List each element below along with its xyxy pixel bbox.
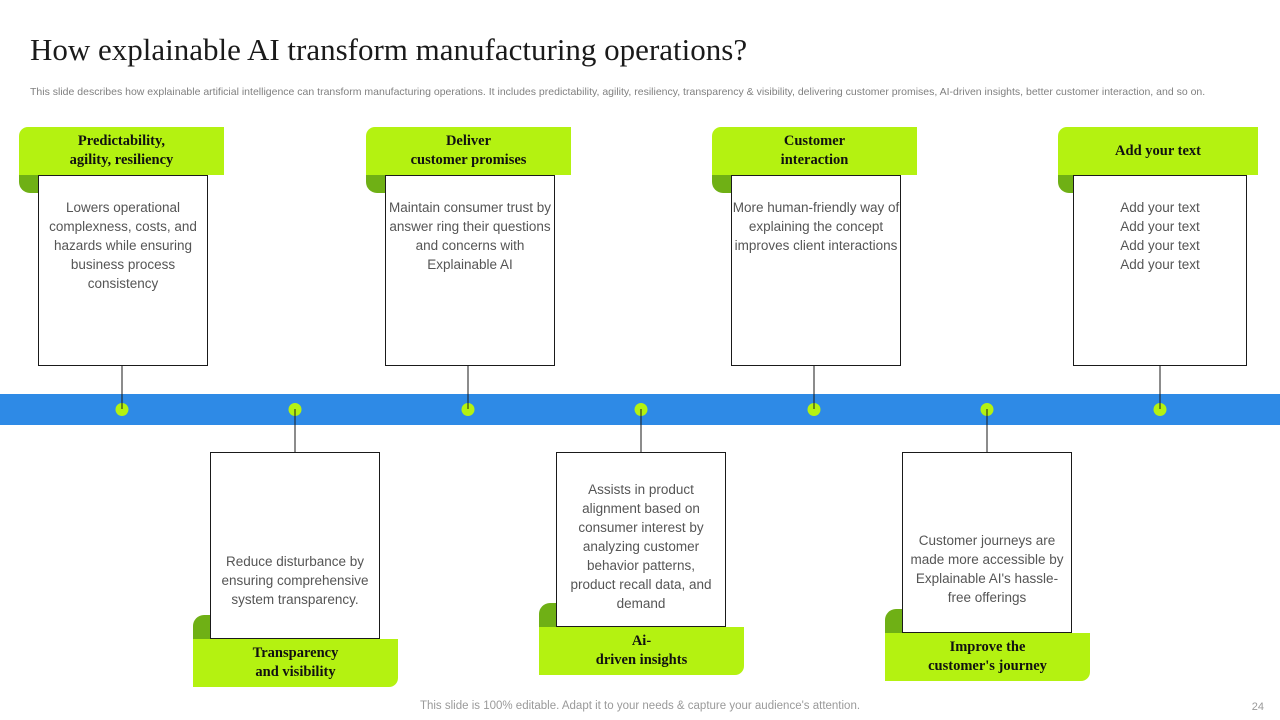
bottom-card-1-body-text: Reduce disturbance by ensuring comprehen… <box>221 554 369 607</box>
corner-shadow-tab <box>19 171 41 193</box>
page-number: 24 <box>1251 701 1264 713</box>
bottom-card-3[interactable]: Customer journeys are made more accessib… <box>885 452 1107 687</box>
connector-bottom-3 <box>986 409 988 452</box>
top-card-3-body-text: More human-friendly way of explaining th… <box>732 200 900 253</box>
timeline-dot-3 <box>461 403 475 416</box>
bottom-card-1-body-box: Reduce disturbance by ensuring comprehen… <box>210 452 380 639</box>
top-card-4-body-text: Add your text Add your text Add your tex… <box>1120 200 1200 272</box>
bottom-card-2-label: Ai-driven insights <box>539 627 744 675</box>
top-card-3-label-line1: Customer <box>783 133 846 149</box>
top-card-1-label-line2: agility, resiliency <box>69 152 174 168</box>
page-title: How explainable AI transform manufacturi… <box>30 32 748 67</box>
top-card-2-body-box: Maintain consumer trust by answer ring t… <box>385 175 555 366</box>
connector-top-1 <box>121 366 123 409</box>
timeline-dot-7 <box>1153 403 1167 416</box>
top-card-3-body-box: More human-friendly way of explaining th… <box>731 175 901 366</box>
top-card-3-label-line2: interaction <box>780 152 849 168</box>
timeline-dot-5 <box>807 403 821 416</box>
top-card-2-body-text: Maintain consumer trust by answer ring t… <box>388 200 552 272</box>
slide-footer-note: This slide is 100% editable. Adapt it to… <box>419 700 861 712</box>
top-card-3-label: Customer interaction <box>712 127 917 175</box>
bottom-card-2-label-line2: driven insights <box>595 652 688 668</box>
corner-shadow-tab <box>539 603 561 627</box>
bottom-card-1-label-line1: Transparency <box>252 645 339 661</box>
bottom-card-3-label: Improve the customer's journey <box>885 633 1090 681</box>
top-card-4-body-box: Add your text Add your text Add your tex… <box>1073 175 1247 366</box>
bottom-card-2-label-line1: Ai- <box>631 633 652 649</box>
top-card-2-label: Deliver customer promises <box>366 127 571 175</box>
bottom-card-2-body-text: Assists in product alignment based on co… <box>570 482 712 611</box>
bottom-card-3-label-line2: customer's journey <box>928 658 1047 674</box>
bottom-card-2[interactable]: Assists in product alignment based on co… <box>539 452 761 687</box>
connector-bottom-2 <box>640 409 642 452</box>
top-card-4-label: Add your text <box>1058 127 1258 175</box>
corner-shadow-tab <box>366 171 388 193</box>
connector-top-3 <box>813 366 815 409</box>
top-card-2-label-line1: Deliver <box>445 133 492 149</box>
bottom-card-3-label-line1: Improve the <box>949 639 1026 655</box>
corner-shadow-tab <box>885 609 907 633</box>
top-card-1-label: Predictability, agility, resiliency <box>19 127 224 175</box>
timeline-dot-1 <box>115 403 129 416</box>
bottom-card-2-body-box: Assists in product alignment based on co… <box>556 452 726 627</box>
bottom-card-3-body-text: Customer journeys are made more accessib… <box>910 532 1064 605</box>
top-card-1-label-line1: Predictability, <box>77 133 166 149</box>
corner-shadow-tab <box>193 615 215 639</box>
connector-top-4 <box>1159 366 1161 409</box>
connector-bottom-1 <box>294 409 296 452</box>
corner-shadow-tab <box>712 171 734 193</box>
page-subtitle: This slide describes how explainable art… <box>30 86 1206 98</box>
bottom-card-3-body-box: Customer journeys are made more accessib… <box>902 452 1072 633</box>
bottom-card-1-label: Transparency and visibility <box>193 639 398 687</box>
connector-top-2 <box>467 366 469 409</box>
top-card-2-label-line2: customer promises <box>410 152 527 168</box>
top-card-1-body-box: Lowers operational complexness, costs, a… <box>38 175 208 366</box>
bottom-card-1[interactable]: Reduce disturbance by ensuring comprehen… <box>193 452 415 687</box>
top-card-1-body-text: Lowers operational complexness, costs, a… <box>49 200 197 291</box>
top-card-4-label-line1: Add your text <box>1115 142 1201 159</box>
bottom-card-1-label-line2: and visibility <box>255 664 336 680</box>
